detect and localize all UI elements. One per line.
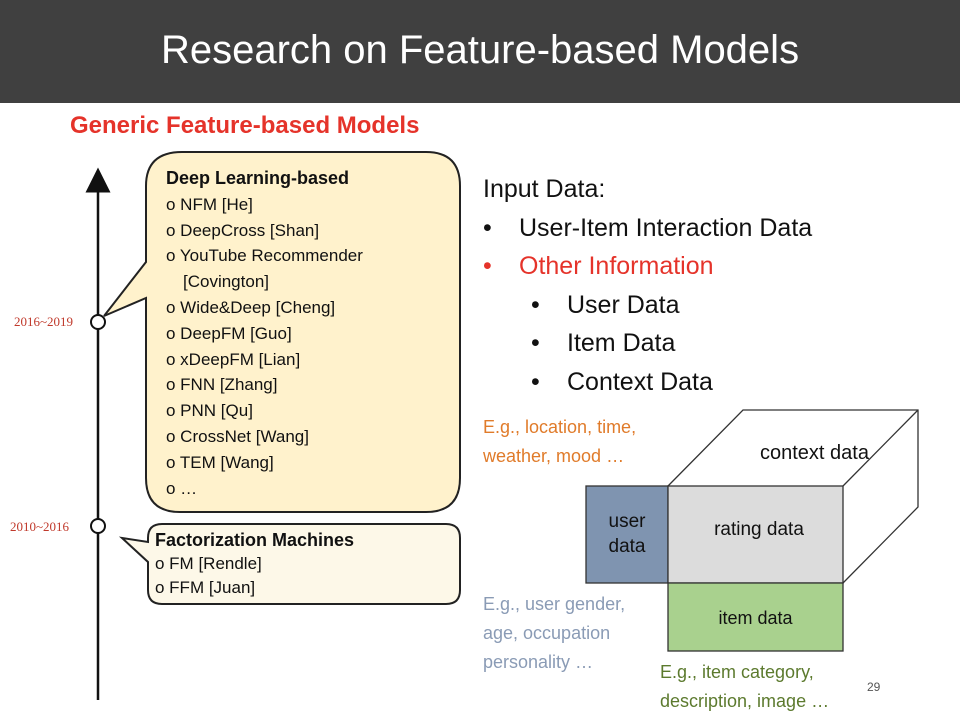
list-item: o DeepFM [Guo] xyxy=(166,323,292,343)
bullet-icon: • xyxy=(531,329,540,357)
bullet-icon: • xyxy=(531,290,540,319)
list-item: • Context Data xyxy=(483,363,812,402)
page-number: 29 xyxy=(867,680,881,694)
user-data-box xyxy=(585,485,669,584)
list-item: • Item Data xyxy=(483,324,812,363)
list-item: o xDeepFM [Lian] xyxy=(166,349,301,369)
timeline-node-2010-2016 xyxy=(90,518,106,534)
fm-bubble xyxy=(118,523,461,605)
user-data-label: user data xyxy=(608,511,646,557)
title-bar xyxy=(0,0,960,103)
item-data-label: item data xyxy=(718,608,793,628)
list-item: o CrossNet [Wang] xyxy=(166,426,309,446)
list-item: o DeepCross [Shan] xyxy=(166,220,320,240)
list-item: • Other Information xyxy=(483,247,812,286)
fm-heading: Factorization Machines xyxy=(155,530,355,550)
rating-data-box xyxy=(667,485,844,584)
user-example-note: E.g., user gender, age, occupation perso… xyxy=(483,594,626,672)
list-item: o … xyxy=(166,478,198,498)
year-label-2010-2016: 2010~2016 xyxy=(10,519,70,534)
list-item: o NFM [He] xyxy=(166,194,253,214)
item-example-note: E.g., item category, description, image … xyxy=(660,662,830,711)
cube-depth-edge xyxy=(842,409,919,487)
deep-learning-heading: Deep Learning-based xyxy=(166,168,350,188)
deep-learning-bubble xyxy=(103,151,461,513)
list-item: o PNN [Qu] xyxy=(166,401,253,421)
bullet-icon: • xyxy=(531,367,540,396)
list-item: o FFM [Juan] xyxy=(155,578,256,597)
list-item: o YouTube Recommender xyxy=(166,246,363,266)
item-data-box xyxy=(667,582,844,652)
input-data-list: Input Data: • User-Item Interaction Data… xyxy=(483,170,812,401)
list-item: o FNN [Zhang] xyxy=(166,375,278,395)
list-item: • User Data xyxy=(483,286,812,325)
slide-title: Research on Feature-based Models xyxy=(160,28,800,72)
input-data-heading: Input Data: xyxy=(483,175,606,203)
bullet-icon: • xyxy=(483,252,492,280)
context-example-note: E.g., location, time, weather, mood … xyxy=(483,417,637,466)
list-item: o TEM [Wang] xyxy=(166,452,274,472)
fm-list: Factorization Machines o FM [Rendle] o F… xyxy=(155,528,354,600)
list-item: o Wide&Deep [Cheng] xyxy=(166,297,336,317)
timeline-node-2016-2019 xyxy=(90,314,106,330)
deep-learning-list: Deep Learning-based o NFM [He] o DeepCro… xyxy=(166,166,363,501)
year-label-2016-2019: 2016~2019 xyxy=(14,314,74,329)
list-item: • User-Item Interaction Data xyxy=(483,209,812,248)
context-data-label: context data xyxy=(760,442,869,464)
list-item: [Covington] xyxy=(183,272,269,292)
list-item: o FM [Rendle] xyxy=(155,554,262,573)
bullet-icon: • xyxy=(483,213,492,242)
rating-data-label: rating data xyxy=(714,519,804,540)
section-subtitle: Generic Feature-based Models xyxy=(70,112,420,139)
